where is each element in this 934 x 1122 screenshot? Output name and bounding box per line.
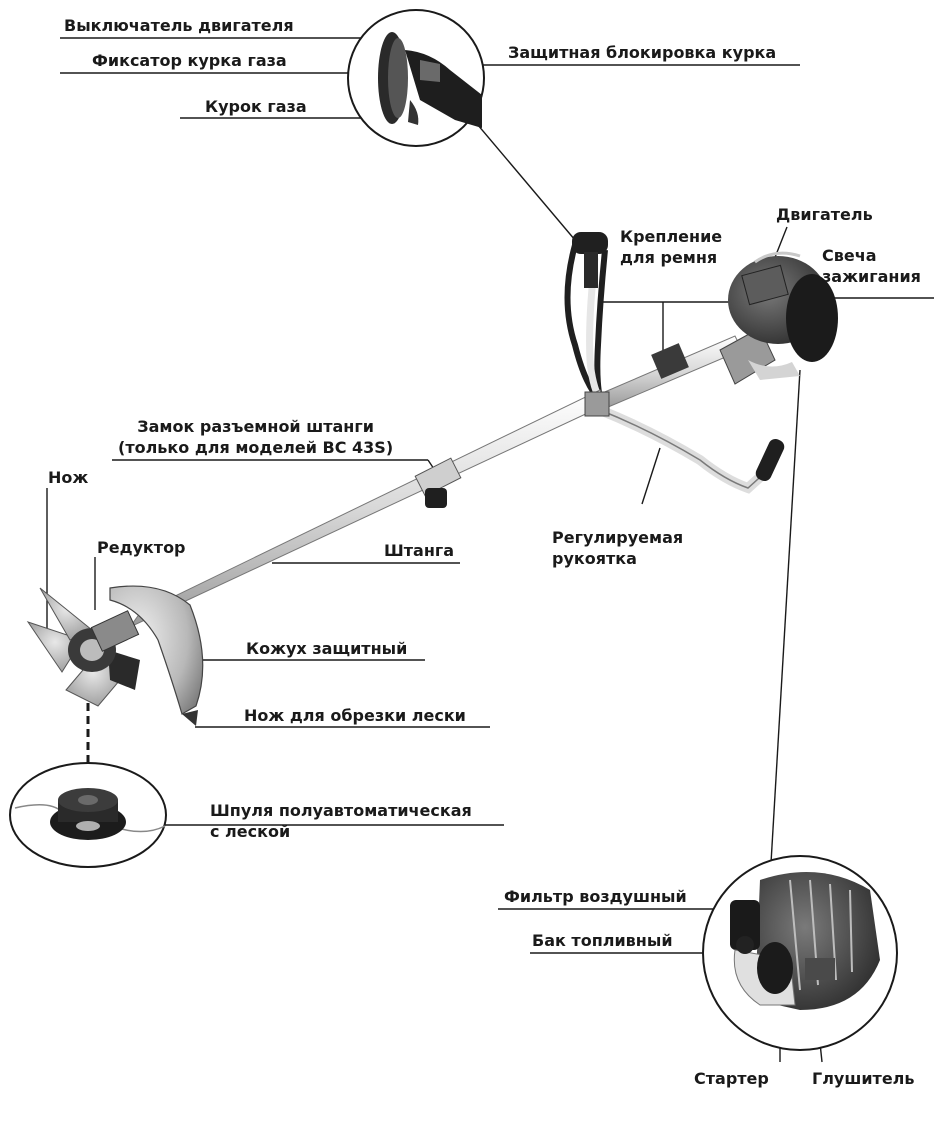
spool-detail-circle — [9, 762, 167, 868]
engine-detail-circle — [702, 855, 898, 1051]
label-spool-line1: Шпуля полуавтоматическая — [210, 801, 472, 820]
label-muffler: Глушитель — [812, 1069, 915, 1088]
label-shaft-lock-line1: Замок разъемной штанги — [137, 417, 374, 436]
label-spool: Шпуля полуавтоматическая с леской — [210, 800, 472, 842]
label-throttle-lock: Фиксатор курка газа — [92, 51, 287, 70]
shaft-lock — [414, 457, 462, 508]
label-spark-plug-line1: Свеча — [822, 246, 877, 265]
label-adjustable-handle: Регулируемая рукоятка — [552, 527, 683, 569]
label-shaft-lock: Замок разъемной штанги (только для модел… — [118, 416, 393, 458]
label-engine-switch: Выключатель двигателя — [64, 16, 294, 35]
upper-handle — [564, 232, 608, 403]
label-strap-mount: Крепление для ремня — [620, 226, 722, 268]
label-spool-line2: с леской — [210, 822, 291, 841]
handle-detail-circle — [347, 9, 485, 147]
label-guard: Кожух защитный — [246, 639, 408, 658]
label-throttle-trigger: Курок газа — [205, 97, 307, 116]
label-trigger-safety: Защитная блокировка курка — [508, 43, 777, 62]
label-adjustable-handle-line2: рукоятка — [552, 549, 637, 568]
label-shaft: Штанга — [384, 541, 455, 560]
leader-lines — [46, 37, 934, 1063]
label-starter: Стартер — [694, 1069, 769, 1088]
label-spark-plug-line2: зажигания — [822, 267, 921, 286]
label-strap-mount-line1: Крепление — [620, 227, 723, 246]
label-strap-mount-line2: для ремня — [620, 248, 718, 267]
label-fuel-tank: Бак топливный — [532, 931, 673, 950]
label-shaft-lock-line2: (только для моделей BC 43S) — [118, 438, 394, 457]
label-line-cutter: Нож для обрезки лески — [244, 706, 466, 725]
label-air-filter: Фильтр воздушный — [504, 887, 687, 906]
label-adjustable-handle-line1: Регулируемая — [552, 528, 684, 547]
label-engine: Двигатель — [776, 205, 873, 224]
engine-top — [719, 251, 838, 385]
label-gearbox: Редуктор — [97, 538, 186, 557]
cutting-head — [26, 585, 204, 726]
label-blade: Нож — [48, 468, 89, 487]
label-spark-plug: Свеча зажигания — [822, 245, 921, 287]
adjustable-handle — [584, 391, 785, 494]
